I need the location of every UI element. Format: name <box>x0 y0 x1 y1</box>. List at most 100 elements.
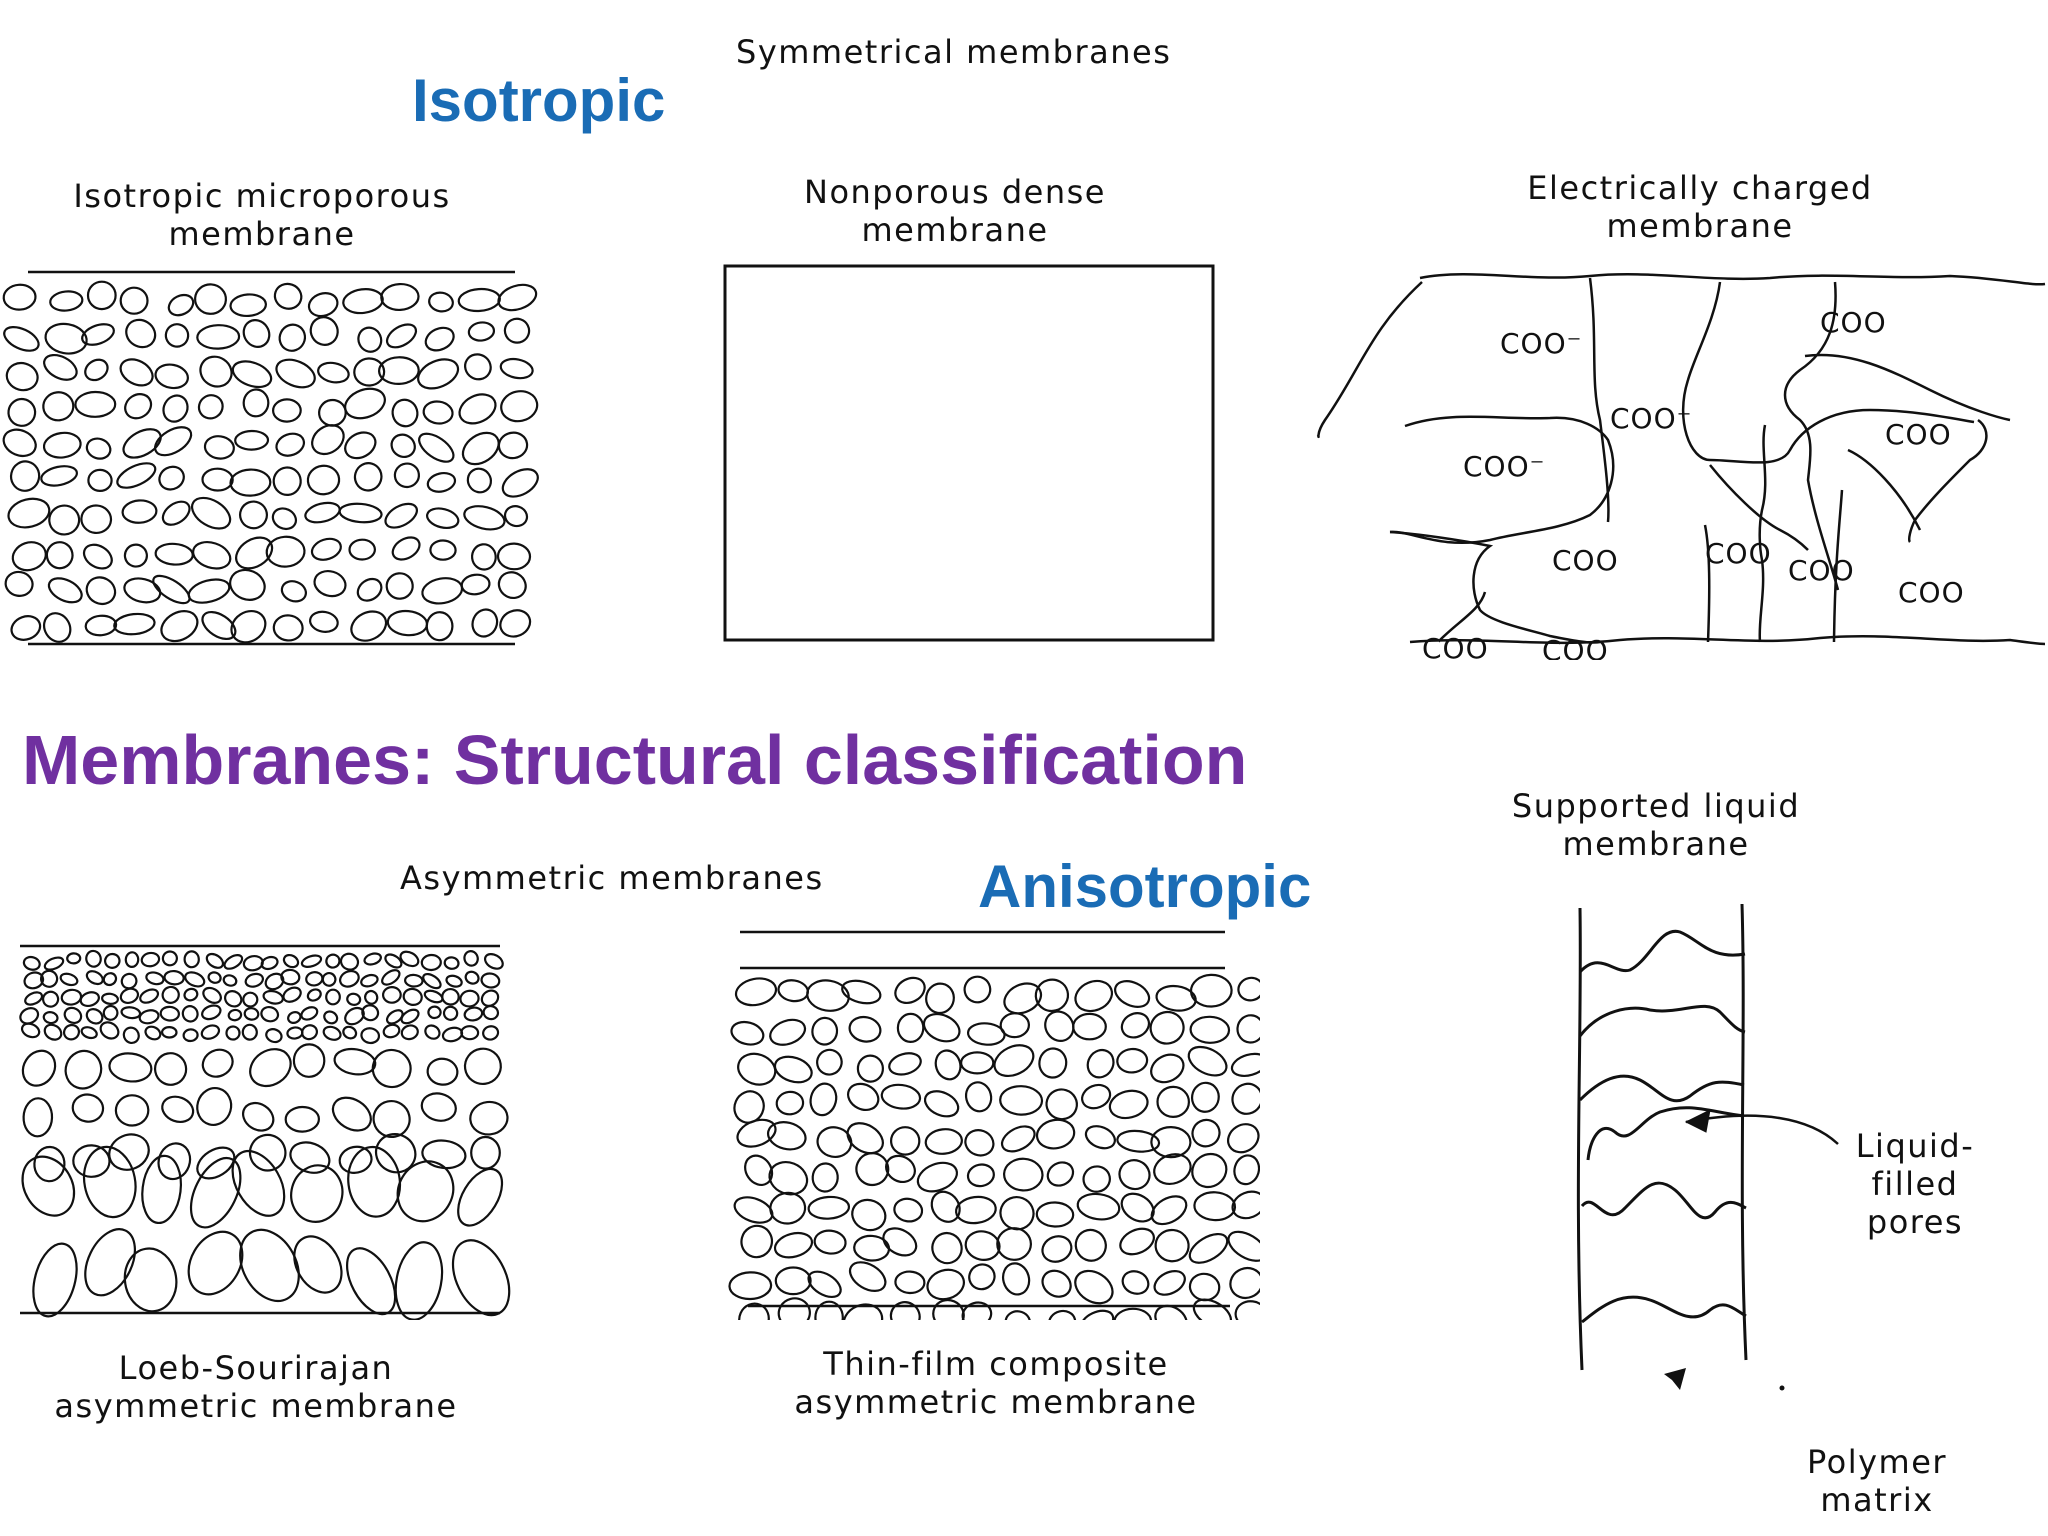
pore <box>360 973 379 988</box>
pore <box>304 501 341 524</box>
pore <box>1150 1053 1185 1084</box>
pore <box>71 1093 105 1123</box>
pore <box>1192 1298 1232 1320</box>
pore <box>80 504 113 535</box>
pore <box>229 293 267 318</box>
pore <box>999 1085 1044 1116</box>
pore <box>968 1263 996 1291</box>
pore <box>464 353 492 381</box>
pore <box>282 953 300 969</box>
pore <box>361 1004 380 1022</box>
pore <box>181 1005 199 1023</box>
pore <box>122 428 162 459</box>
pore <box>187 1230 244 1296</box>
pore <box>460 573 491 596</box>
pore <box>347 1145 402 1218</box>
pore <box>922 1013 961 1043</box>
pore <box>814 1300 844 1320</box>
pore-wave <box>1580 1181 1747 1220</box>
pore <box>121 499 158 524</box>
pore <box>893 1197 924 1223</box>
pore <box>123 577 162 604</box>
carboxylate-group-label: COO <box>1705 537 1772 570</box>
pore <box>272 398 302 423</box>
pore <box>272 614 304 642</box>
pore <box>769 1018 807 1046</box>
pore <box>48 504 81 536</box>
pore <box>154 542 194 566</box>
caption-line: Nonporous dense <box>804 173 1106 211</box>
pore <box>300 1006 319 1021</box>
pore <box>348 538 376 561</box>
pore <box>265 1028 283 1044</box>
pore <box>426 507 460 530</box>
pore <box>42 431 82 459</box>
pore <box>280 580 307 603</box>
pore <box>154 426 193 457</box>
pore <box>889 1126 921 1156</box>
pore <box>429 539 457 561</box>
pore <box>119 987 140 1005</box>
pore <box>384 953 403 969</box>
pore <box>262 989 284 1005</box>
pore <box>966 1163 995 1188</box>
pore <box>483 953 504 970</box>
pore <box>290 1164 344 1223</box>
polymer-matrix-label: Polymer matrix <box>1792 1443 1962 1520</box>
liquid-pores-label: Liquid- filled pores <box>1830 1127 2000 1241</box>
pore <box>21 1155 76 1217</box>
pore <box>66 952 82 965</box>
pore <box>338 1145 373 1174</box>
pore <box>81 323 115 346</box>
pore <box>4 570 34 597</box>
pore <box>470 543 497 571</box>
pore <box>400 1024 419 1041</box>
pore <box>426 1057 459 1086</box>
pore <box>183 987 199 1002</box>
pore <box>385 572 414 600</box>
pore <box>894 1270 926 1295</box>
pore <box>1236 1014 1260 1044</box>
pore <box>20 1022 41 1039</box>
pore <box>1149 1010 1185 1045</box>
pore <box>40 465 79 487</box>
pore <box>139 988 160 1004</box>
pore <box>87 468 113 493</box>
pore <box>480 989 500 1007</box>
pore <box>272 466 302 496</box>
pore <box>353 462 383 492</box>
pore <box>855 1152 890 1187</box>
pore <box>230 609 267 644</box>
pore <box>371 1048 412 1089</box>
pore <box>882 1227 918 1257</box>
pore <box>1190 1081 1220 1113</box>
pore <box>260 955 279 971</box>
pore <box>42 612 72 643</box>
carboxylate-group-label: COO⁻ <box>1610 402 1692 435</box>
isotropic-microporous-diagram <box>2 270 539 646</box>
pore <box>841 979 882 1005</box>
pore <box>402 987 423 1006</box>
pore <box>317 361 350 384</box>
pore-wave <box>1586 1106 1745 1161</box>
annotation-line: Liquid- <box>1855 1127 1975 1165</box>
pore <box>310 537 342 561</box>
pore <box>1076 1192 1121 1221</box>
carboxylate-group-label: COO⁻ <box>1463 450 1545 483</box>
pore <box>1072 1012 1107 1041</box>
pore <box>1041 1269 1072 1298</box>
pore <box>231 1150 286 1217</box>
pore <box>807 1270 842 1299</box>
pore <box>1035 1118 1076 1150</box>
pore <box>934 1049 962 1081</box>
annotation-line: matrix <box>1820 1480 1934 1519</box>
pore <box>816 1126 853 1158</box>
pore <box>21 1049 57 1087</box>
pore <box>201 1004 222 1021</box>
pore <box>44 322 88 355</box>
pore <box>1150 1195 1188 1226</box>
pore <box>74 390 117 418</box>
polymer-chain <box>1681 281 1975 464</box>
polymer-chain <box>1804 353 2011 422</box>
